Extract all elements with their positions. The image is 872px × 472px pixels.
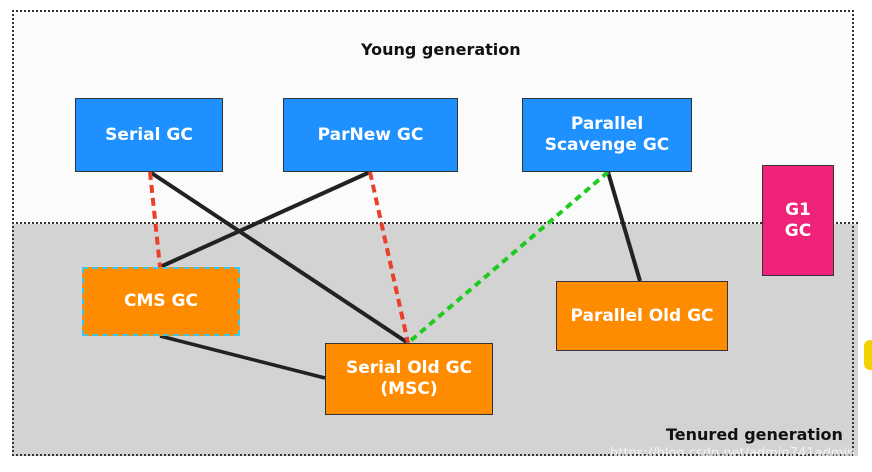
cms-gc-box[interactable]: CMS GC [82, 267, 240, 336]
young-generation-label: Young generation [361, 40, 521, 59]
edge-marker [864, 340, 872, 370]
link-cms-serial-old [159, 334, 326, 380]
serial-gc-box[interactable]: Serial GC [75, 98, 223, 172]
parallel-scavenge-gc-box[interactable]: Parallel Scavenge GC [522, 98, 692, 172]
link-serial-serial-old [148, 170, 410, 345]
g1-gc-box[interactable]: G1 GC [762, 165, 834, 276]
tenured-generation-label: Tenured generation [666, 425, 843, 444]
parnew-gc-box[interactable]: ParNew GC [283, 98, 458, 172]
link-parnew-cms [159, 170, 371, 269]
diagram-border [12, 10, 854, 456]
serial-gc-label: Serial GC [105, 124, 193, 145]
link-serial-cms-dashed [148, 171, 162, 268]
watermark-url: https://blog.csdn.net/admin741admin [610, 446, 856, 461]
link-parallel-scavenge-parallel-old [606, 171, 642, 282]
parallel-old-gc-box[interactable]: Parallel Old GC [556, 281, 728, 351]
link-parnew-serial-old-dashed [368, 171, 410, 344]
cms-gc-label: CMS GC [124, 291, 198, 311]
parallel-old-gc-label: Parallel Old GC [570, 305, 714, 326]
generation-divider [12, 222, 858, 224]
serial-old-gc-box[interactable]: Serial Old GC (MSC) [325, 343, 493, 415]
parnew-gc-label: ParNew GC [317, 124, 424, 145]
g1-gc-label: G1 GC [784, 199, 812, 241]
serial-old-gc-label: Serial Old GC (MSC) [346, 358, 472, 399]
parallel-scavenge-gc-label: Parallel Scavenge GC [544, 114, 670, 155]
link-parallel-scavenge-serial-old-dashed [406, 170, 610, 345]
